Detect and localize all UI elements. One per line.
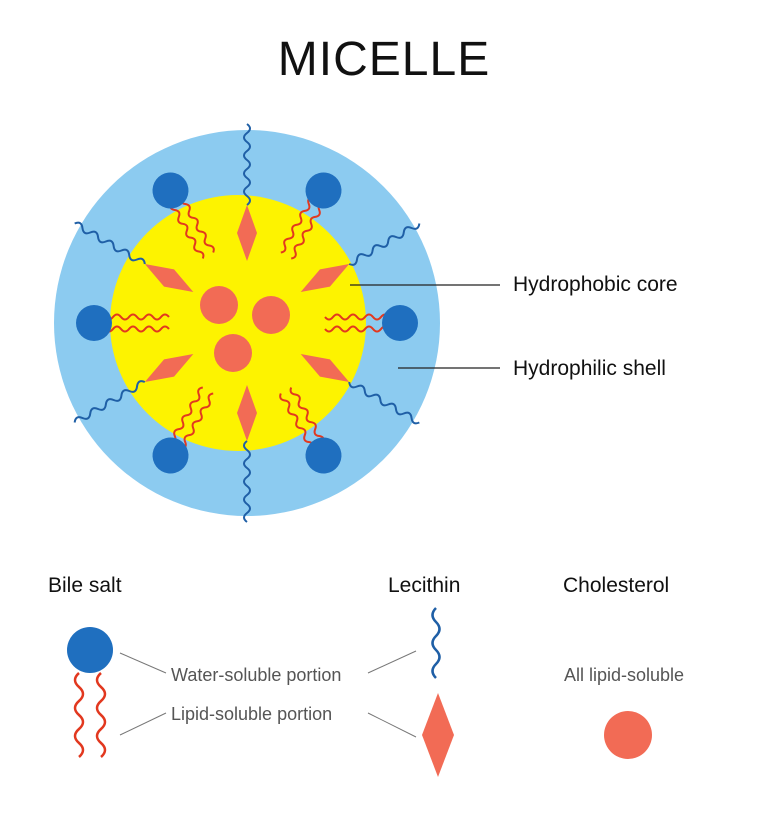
bile-salt-head <box>76 305 112 341</box>
bile-salt-tail <box>324 325 390 333</box>
bile-salt-molecule <box>76 305 170 341</box>
bile-salt-tail <box>104 325 170 333</box>
lecithin-wave <box>73 380 146 423</box>
bile-salt-tail <box>280 196 314 254</box>
lecithin-diamond <box>300 264 350 292</box>
hydrophobic-core <box>110 195 366 451</box>
lecithin-molecule <box>237 123 257 261</box>
diagram-title: MICELLE <box>277 33 491 86</box>
bile-salt-head <box>152 437 189 474</box>
bile-salt-molecule <box>152 172 215 259</box>
lecithin-molecule <box>73 354 194 423</box>
connector-line <box>367 650 417 674</box>
lecithin-heading: Lecithin <box>388 574 460 597</box>
bile-salt-tail <box>279 393 315 450</box>
connector-line <box>367 712 417 738</box>
bile-salt-tail <box>289 387 325 444</box>
bile-salt-head <box>305 437 342 474</box>
bile-salt-tail <box>324 313 390 321</box>
lecithin-diamond <box>300 354 350 382</box>
bile-salt-tail <box>170 386 204 444</box>
lipid-soluble-label: Lipid-soluble portion <box>171 704 332 724</box>
lecithin-wave <box>348 381 420 425</box>
lecithin-wave <box>74 221 146 265</box>
core-cholesterol <box>214 334 252 372</box>
lecithin-wave <box>348 223 421 266</box>
connector-line <box>119 712 167 736</box>
bile-salt-molecule <box>279 387 342 474</box>
bile-salt-tail <box>180 392 214 450</box>
bile-salt-heading: Bile salt <box>48 574 122 597</box>
bile-salt-tail <box>73 672 85 758</box>
bile-salt-head <box>305 172 342 209</box>
lecithin-head-wave <box>431 607 441 679</box>
core-cholesterol <box>200 286 238 324</box>
lecithin-wave <box>243 123 251 206</box>
lecithin-molecules <box>73 123 421 523</box>
lecithin-molecule <box>74 221 194 292</box>
lecithin-diamond <box>237 205 257 261</box>
bile-salt-molecules <box>76 172 418 474</box>
bile-salt-head <box>67 627 113 673</box>
lecithin-wave <box>243 440 251 523</box>
legend-cholesterol <box>604 711 652 759</box>
lecithin-tail-diamond <box>422 693 454 777</box>
water-soluble-label: Water-soluble portion <box>171 665 341 685</box>
bile-salt-tail <box>104 313 170 321</box>
hydrophilic-shell-label: Hydrophilic shell <box>513 357 666 380</box>
lecithin-diamond <box>237 385 257 441</box>
bile-salt-tail <box>290 202 324 260</box>
bile-salt-tail <box>169 202 205 259</box>
cholesterol-heading: Cholesterol <box>563 574 669 597</box>
lecithin-molecule <box>237 385 257 523</box>
lecithin-diamond <box>144 354 194 382</box>
bile-salt-molecule <box>280 172 342 260</box>
lecithin-molecule <box>300 223 421 292</box>
hydrophobic-core-label: Hydrophobic core <box>513 273 678 296</box>
lecithin-molecule <box>300 354 420 425</box>
bile-salt-molecule <box>152 386 214 474</box>
lecithin-diamond <box>144 264 194 292</box>
core-cholesterol <box>252 296 290 334</box>
bile-salt-molecule <box>324 305 418 341</box>
bile-salt-head <box>382 305 418 341</box>
bile-salt-head <box>152 172 189 209</box>
all-lipid-soluble-label: All lipid-soluble <box>564 665 684 685</box>
bile-salt-tail <box>179 196 215 253</box>
bile-salt-tail <box>95 672 107 758</box>
connector-line <box>119 652 167 674</box>
